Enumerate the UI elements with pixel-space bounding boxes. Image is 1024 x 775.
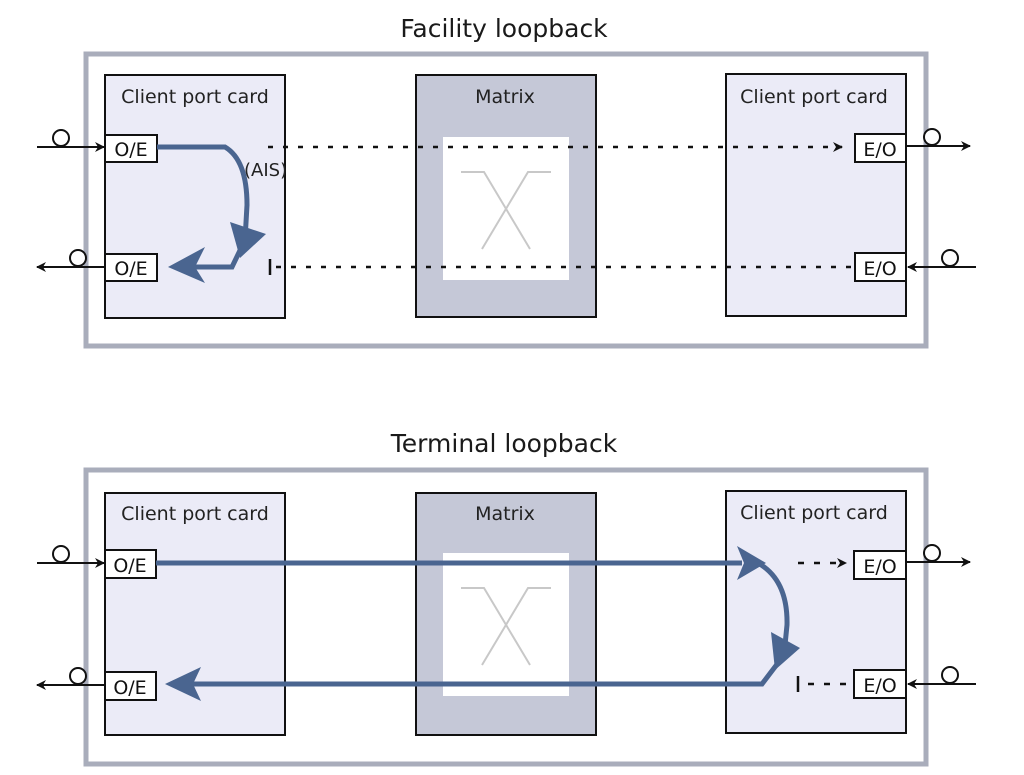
eo-port-top-label: E/O: [863, 139, 896, 161]
left-client-port-card: Client port card O/E O/E: [104, 492, 286, 736]
oe-port-bottom-label: O/E: [113, 677, 146, 699]
fiber-out-right: [906, 128, 971, 151]
terminal-loopback-title: Terminal loopback: [390, 429, 618, 458]
fiber-out-right: [906, 544, 971, 567]
facility-loopback-diagram: Facility loopback Client port card O/E O…: [36, 14, 976, 349]
oe-port-bottom: [104, 671, 157, 701]
card-label: Client port card: [740, 86, 888, 108]
eo-port-bottom: [854, 252, 907, 282]
oe-port-top: [104, 549, 157, 579]
matrix: Matrix: [415, 492, 597, 736]
crossconnect-icon: [461, 587, 551, 666]
oe-port-top-label: O/E: [113, 555, 146, 577]
card-label: Client port card: [121, 503, 269, 525]
fiber-out-left: [36, 667, 104, 690]
fiber-in-left: [37, 545, 105, 568]
terminal-loop-arrow: [156, 546, 800, 701]
eo-port-bottom: [853, 669, 907, 699]
oe-port-top-label: O/E: [114, 139, 147, 161]
fiber-icon: [69, 249, 87, 267]
terminal-loopback-diagram: Terminal loopback Client port card O/E O…: [36, 429, 976, 767]
fiber-out-left: [36, 249, 104, 272]
right-client-port-card: Client port card E/O E/O: [725, 73, 907, 317]
oe-port-bottom-label: O/E: [114, 258, 147, 280]
eo-port-bottom-label: E/O: [863, 675, 896, 697]
fiber-in-right: [907, 249, 976, 272]
fiber-icon: [941, 666, 959, 684]
matrix: Matrix: [415, 74, 597, 318]
fiber-icon: [923, 544, 941, 562]
eo-port-top-label: E/O: [863, 556, 896, 578]
matrix-label: Matrix: [475, 86, 535, 108]
oe-port-top: [104, 134, 158, 163]
eo-port-bottom-label: E/O: [863, 258, 896, 280]
facility-loop-arrow: [157, 144, 266, 283]
card-label: Client port card: [740, 502, 888, 524]
fiber-in-left: [37, 129, 105, 152]
fiber-icon: [923, 128, 941, 146]
fiber-in-right: [907, 666, 976, 689]
shelf-frame: [83, 467, 929, 767]
eo-port-top: [853, 550, 907, 580]
fiber-icon: [69, 667, 87, 685]
right-client-port-card: Client port card E/O E/O: [725, 490, 907, 734]
left-client-port-card: Client port card O/E O/E: [104, 74, 286, 319]
fiber-icon: [52, 545, 70, 563]
oe-port-bottom: [104, 253, 158, 282]
fiber-icon: [52, 129, 70, 147]
crossconnect-icon: [461, 171, 551, 250]
fiber-icon: [941, 249, 959, 267]
ais-label: (AIS): [244, 160, 287, 181]
matrix-label: Matrix: [475, 503, 535, 525]
card-label: Client port card: [121, 86, 269, 108]
eo-port-top: [854, 133, 907, 163]
facility-loopback-title: Facility loopback: [400, 14, 608, 43]
shelf-frame: [83, 51, 929, 349]
